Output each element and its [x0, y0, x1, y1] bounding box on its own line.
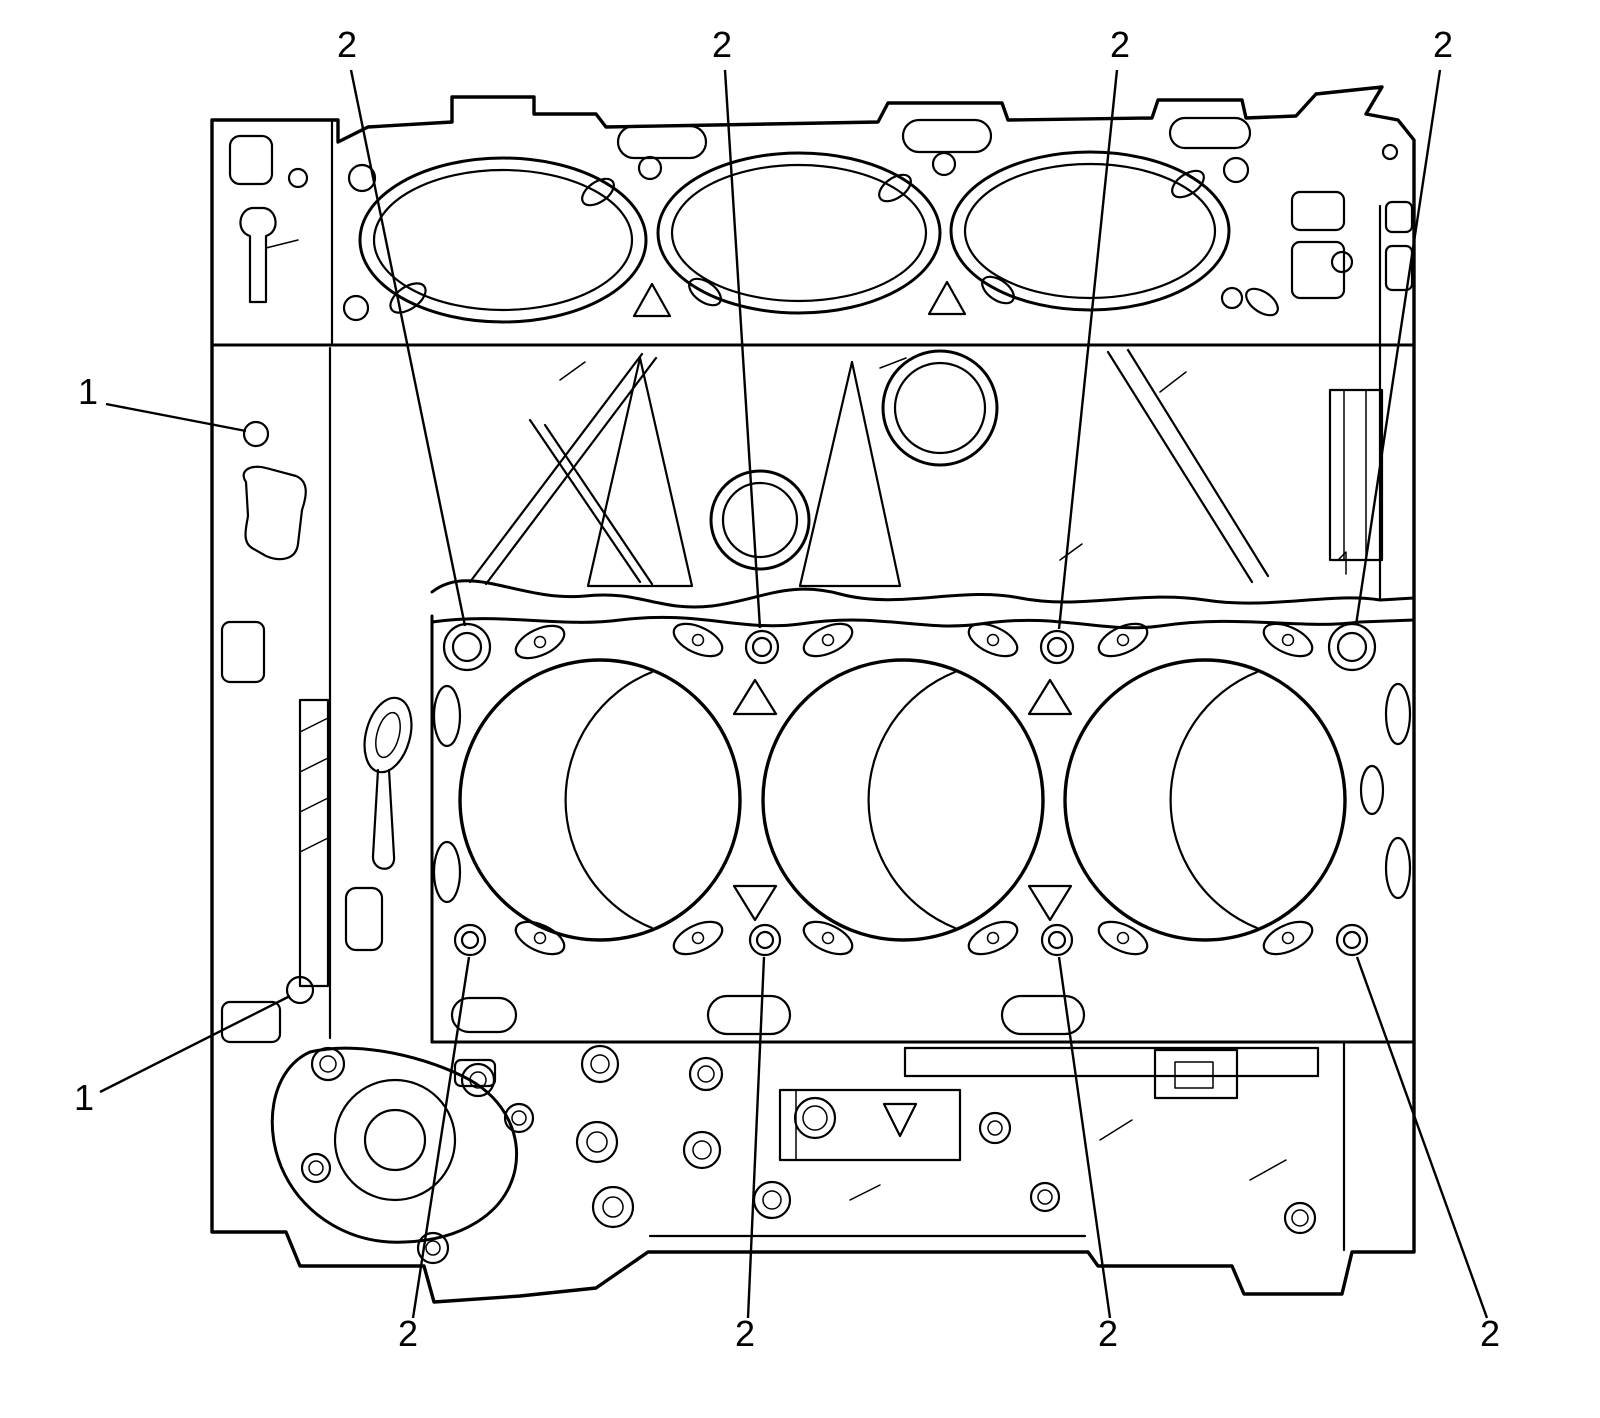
valley-bore-opening [881, 349, 999, 467]
front-bore-3 [1063, 658, 1347, 942]
hatched-rib [298, 698, 330, 988]
callout-leader-line [723, 69, 762, 629]
valley-cast-ridges [468, 348, 1270, 586]
top-bore-2 [656, 151, 942, 315]
callout-locating-hole-lower-left: 1 [74, 994, 291, 1118]
left-mounting-flange [220, 134, 413, 1044]
callout-layer: 1 1 2 2 2 2 2 2 2 2 [74, 24, 1500, 1354]
deck-teardrop-passages [389, 169, 1279, 318]
callout-leader-line [1354, 69, 1442, 626]
bolt-hole-bottom-1 [453, 923, 487, 957]
callout-dowel-hole-top-1: 2 [337, 24, 467, 627]
top-deck [210, 116, 1416, 347]
bolt-hole-bottom-4 [1335, 923, 1369, 957]
locating-hole-lower-left [285, 975, 315, 1005]
callout-dowel-hole-top-3: 2 [1057, 24, 1130, 630]
callout-label: 2 [712, 24, 732, 65]
callout-dowel-hole-top-4: 2 [1354, 24, 1453, 626]
callout-bolt-hole-bottom-4: 2 [1355, 956, 1500, 1354]
deck-coolant-slots [616, 116, 1346, 300]
valley-right-boss [1328, 388, 1384, 575]
callout-bolt-hole-bottom-1: 2 [398, 956, 471, 1354]
callout-label: 2 [735, 1313, 755, 1354]
callout-bolt-hole-bottom-2: 2 [735, 956, 766, 1354]
callout-label: 2 [1480, 1313, 1500, 1354]
callout-label: 2 [1098, 1313, 1118, 1354]
top-bore-1 [358, 156, 648, 324]
dowel-hole-top-1 [442, 622, 492, 672]
callout-locating-hole-upper-left: 1 [78, 371, 247, 433]
front-bore-2 [761, 658, 1045, 942]
callout-label: 2 [1110, 24, 1130, 65]
bolt-hole-bottom-3 [1040, 923, 1074, 957]
locating-hole-upper-left [242, 420, 270, 448]
callout-leader-line [1355, 956, 1489, 1319]
front-deck [430, 614, 1416, 1044]
block-outline [210, 85, 1416, 1304]
dowel-hole-top-3 [1039, 629, 1075, 665]
face-oval-slots [432, 682, 1412, 1036]
bolt-hole-bottom-2 [748, 923, 782, 957]
deck-bolt-holes [287, 143, 1399, 322]
front-bore-1 [458, 658, 742, 942]
right-edge-strip [1378, 200, 1414, 602]
callout-dowel-hole-top-2: 2 [712, 24, 762, 629]
callout-leader-line [99, 994, 291, 1094]
lower-crankcase [270, 1040, 1346, 1265]
callout-label: 1 [74, 1077, 94, 1118]
callout-leader-line [105, 402, 247, 433]
center-mount-bracket [778, 1088, 962, 1162]
dowel-hole-top-2 [744, 629, 780, 665]
callout-bolt-hole-bottom-3: 2 [1057, 956, 1118, 1354]
face-coolant-triangles [732, 678, 1073, 922]
lifter-valley [430, 348, 1416, 609]
callout-leader-line [411, 956, 471, 1319]
pan-rail-bolt-bosses [300, 1044, 1317, 1265]
callout-leader-line [349, 69, 467, 627]
callout-label: 2 [337, 24, 357, 65]
callout-leader-line [1057, 69, 1119, 630]
face-teardrop-bosses-bottom [514, 920, 1314, 956]
valley-oil-opening [709, 469, 811, 571]
callout-label: 2 [1433, 24, 1453, 65]
callout-leader-line [1057, 956, 1112, 1319]
side-rail [453, 1040, 1346, 1252]
wishbone-boss [363, 696, 413, 870]
callout-leader-line [746, 956, 766, 1319]
callout-label: 1 [78, 371, 98, 412]
callout-label: 2 [398, 1313, 418, 1354]
dowel-hole-top-4 [1327, 622, 1377, 672]
oil-pump-housing [270, 1046, 518, 1244]
face-teardrop-bosses-top [514, 622, 1314, 660]
top-bore-3 [949, 150, 1231, 312]
